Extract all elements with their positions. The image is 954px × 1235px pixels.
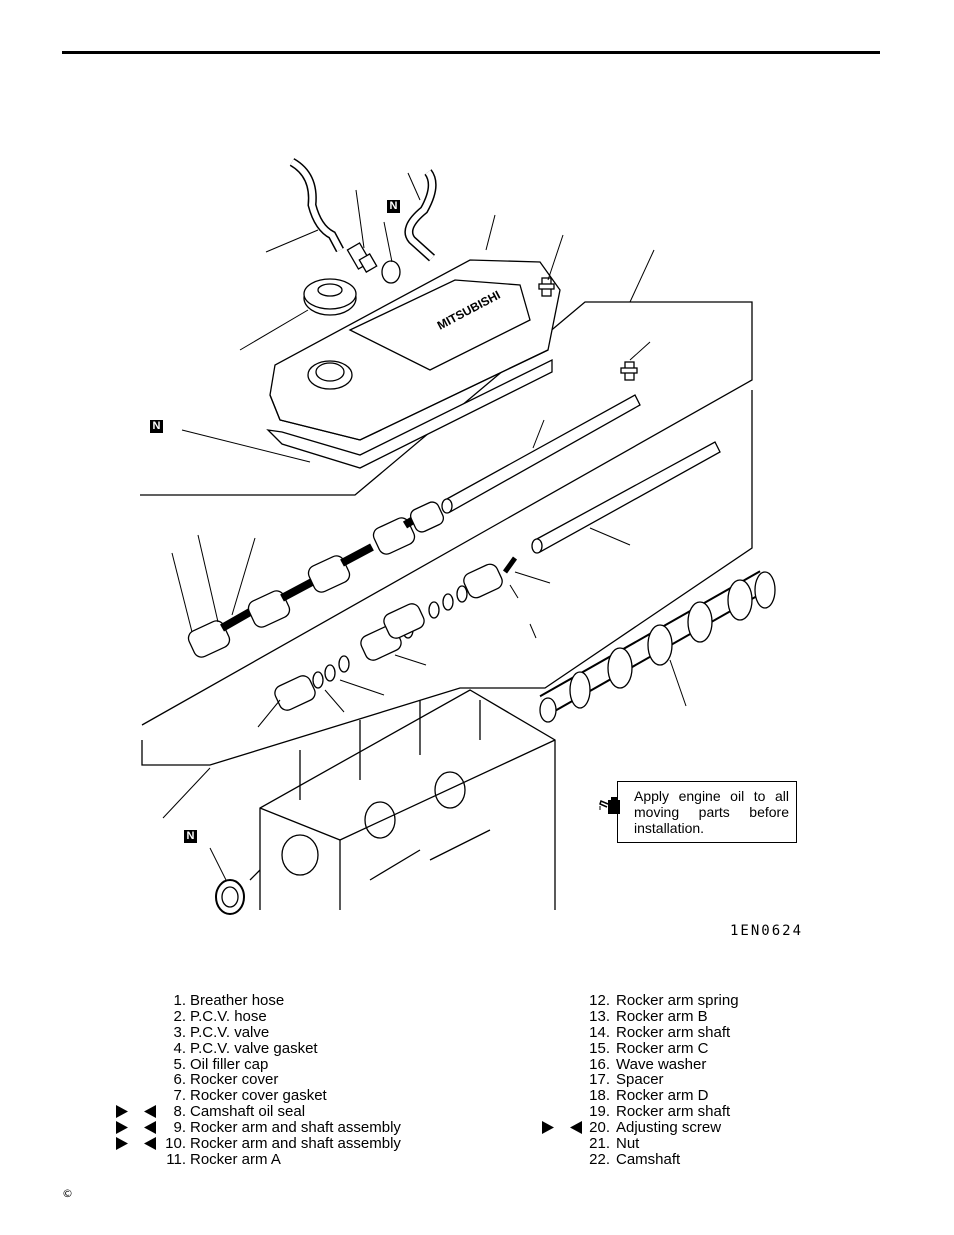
parts-list-item: 5.Oil filler cap — [100, 1055, 460, 1073]
parts-list-item: 21. Nut — [530, 1136, 830, 1152]
part-label: Rocker cover — [190, 1071, 279, 1089]
rocker-cover-gasket — [266, 358, 553, 469]
parts-list-item: 11.Rocker arm A — [100, 1152, 460, 1168]
parts-list-item: 15. Rocker arm C — [530, 1039, 830, 1057]
part-number: 1. — [173, 992, 186, 1009]
part-label: Spacer — [616, 1071, 664, 1089]
part-label: Camshaft — [616, 1150, 681, 1168]
parts-list-item: 18. Rocker arm D — [530, 1088, 830, 1104]
rocker-arms-lower-row — [274, 556, 518, 711]
part-label: Rocker arm A — [190, 1150, 281, 1168]
part-number: 21. — [589, 1135, 610, 1153]
part-label: Rocker arm and shaft assembly — [190, 1119, 401, 1137]
new-part-badge-1: N — [387, 200, 400, 213]
part-number: 10. — [165, 1135, 186, 1153]
part-number: 12. — [589, 992, 610, 1009]
part-number: 5. — [173, 1055, 186, 1073]
part-number: 11. — [166, 1150, 186, 1168]
parts-list-item: 3.P.C.V. valve — [100, 1023, 460, 1041]
part-number: 19. — [589, 1103, 610, 1121]
cover-bolt — [538, 277, 555, 297]
part-label: Breather hose — [190, 992, 285, 1009]
top-rule — [62, 51, 880, 54]
parts-list-item: 7.Rocker cover gasket — [100, 1088, 460, 1104]
part-number: 14. — [589, 1023, 610, 1041]
part-number: 3. — [173, 1023, 186, 1041]
part-label: Adjusting screw — [616, 1119, 722, 1137]
pcv-valve-gasket — [381, 260, 401, 284]
parts-list-item: 12. Rocker arm spring — [530, 993, 830, 1009]
part-number: 15. — [589, 1039, 610, 1057]
shaft-bolt — [620, 361, 638, 381]
part-number: 13. — [589, 1007, 610, 1025]
part-number: 9. — [173, 1119, 186, 1137]
part-number: 22. — [589, 1150, 610, 1168]
procedure-marker-icon — [116, 1121, 156, 1135]
part-label: Rocker arm D — [616, 1087, 709, 1105]
part-number: 7. — [173, 1087, 186, 1105]
camshaft-oil-seal — [215, 879, 245, 915]
parts-list-item: 20. Adjusting screw — [530, 1120, 830, 1136]
part-label: Rocker arm shaft — [616, 1103, 731, 1121]
rocker-arm-shaft-upper — [441, 394, 641, 514]
part-label: Rocker arm B — [616, 1007, 708, 1025]
oil-can-icon — [599, 797, 620, 814]
oil-filler-cap — [303, 278, 357, 316]
parts-list-item: 22. Camshaft — [530, 1152, 830, 1168]
lubrication-note-text: Apply engine oil to all moving parts bef… — [634, 788, 789, 836]
figure-code: 1EN0624 — [730, 923, 804, 939]
parts-list-item: 9.Rocker arm and shaft assembly — [100, 1120, 460, 1136]
parts-list-item: 8.Camshaft oil seal — [100, 1104, 460, 1120]
parts-list-item: 19. Rocker arm shaft — [530, 1104, 830, 1120]
parts-list-item: 4.P.C.V. valve gasket — [100, 1039, 460, 1057]
procedure-marker-icon — [542, 1121, 582, 1135]
lubrication-note: Apply engine oil to all moving parts bef… — [599, 781, 797, 843]
parts-list-item: 10.Rocker arm and shaft assembly — [100, 1136, 460, 1152]
parts-list-item: 2.P.C.V. hose — [100, 1007, 460, 1025]
part-label: Rocker arm C — [616, 1039, 709, 1057]
part-number: 20. — [589, 1119, 610, 1137]
parts-list-right: 12. Rocker arm spring 13. Rocker arm B 14. Ro… — [530, 993, 830, 1168]
part-label: Wave washer — [616, 1055, 707, 1073]
part-label: Rocker arm spring — [616, 992, 739, 1009]
rocker-arm-shaft-lower — [531, 441, 721, 554]
part-label: Rocker cover gasket — [190, 1087, 327, 1105]
part-number: 4. — [173, 1039, 186, 1057]
new-part-badge-2: N — [150, 420, 163, 433]
procedure-marker-icon — [116, 1105, 156, 1119]
parts-list-item: 16. Wave washer — [530, 1055, 830, 1073]
copyright-mark: © — [62, 1187, 73, 1200]
part-label: P.C.V. valve — [190, 1023, 270, 1041]
part-label: Rocker arm shaft — [616, 1023, 731, 1041]
new-part-badge-3: N — [184, 830, 197, 843]
leader-lines — [162, 172, 687, 881]
rocker-arms-upper-row — [187, 501, 445, 658]
procedure-marker-icon — [116, 1137, 156, 1151]
camshaft — [539, 570, 776, 723]
parts-list-item: 1.Breather hose — [100, 993, 460, 1009]
rocker-cover: MITSUBISHI — [269, 259, 561, 441]
pcv-valve — [346, 242, 378, 273]
part-label: P.C.V. valve gasket — [190, 1039, 318, 1057]
part-number: 8. — [173, 1103, 186, 1121]
parts-list-item: 13. Rocker arm B — [530, 1007, 830, 1025]
part-number: 17. — [589, 1071, 610, 1089]
part-label: Nut — [616, 1135, 640, 1153]
part-number: 2. — [173, 1007, 186, 1025]
parts-list-item: 6.Rocker cover — [100, 1072, 460, 1088]
part-number: 16. — [589, 1055, 610, 1073]
cylinder-head — [249, 689, 556, 910]
part-label: P.C.V. hose — [190, 1007, 267, 1025]
parts-list-item: 17. Spacer — [530, 1072, 830, 1088]
middle-frame — [141, 390, 753, 766]
upper-frame — [140, 301, 753, 726]
part-number: 18. — [589, 1087, 610, 1105]
part-label: Rocker arm and shaft assembly — [190, 1135, 401, 1153]
part-label: Camshaft oil seal — [190, 1103, 306, 1121]
exploded-view-diagram: MITSUBISHI — [140, 158, 776, 915]
part-number: 6. — [173, 1071, 186, 1089]
part-label: Oil filler cap — [190, 1055, 269, 1073]
parts-list-item: 14. Rocker arm shaft — [530, 1023, 830, 1041]
